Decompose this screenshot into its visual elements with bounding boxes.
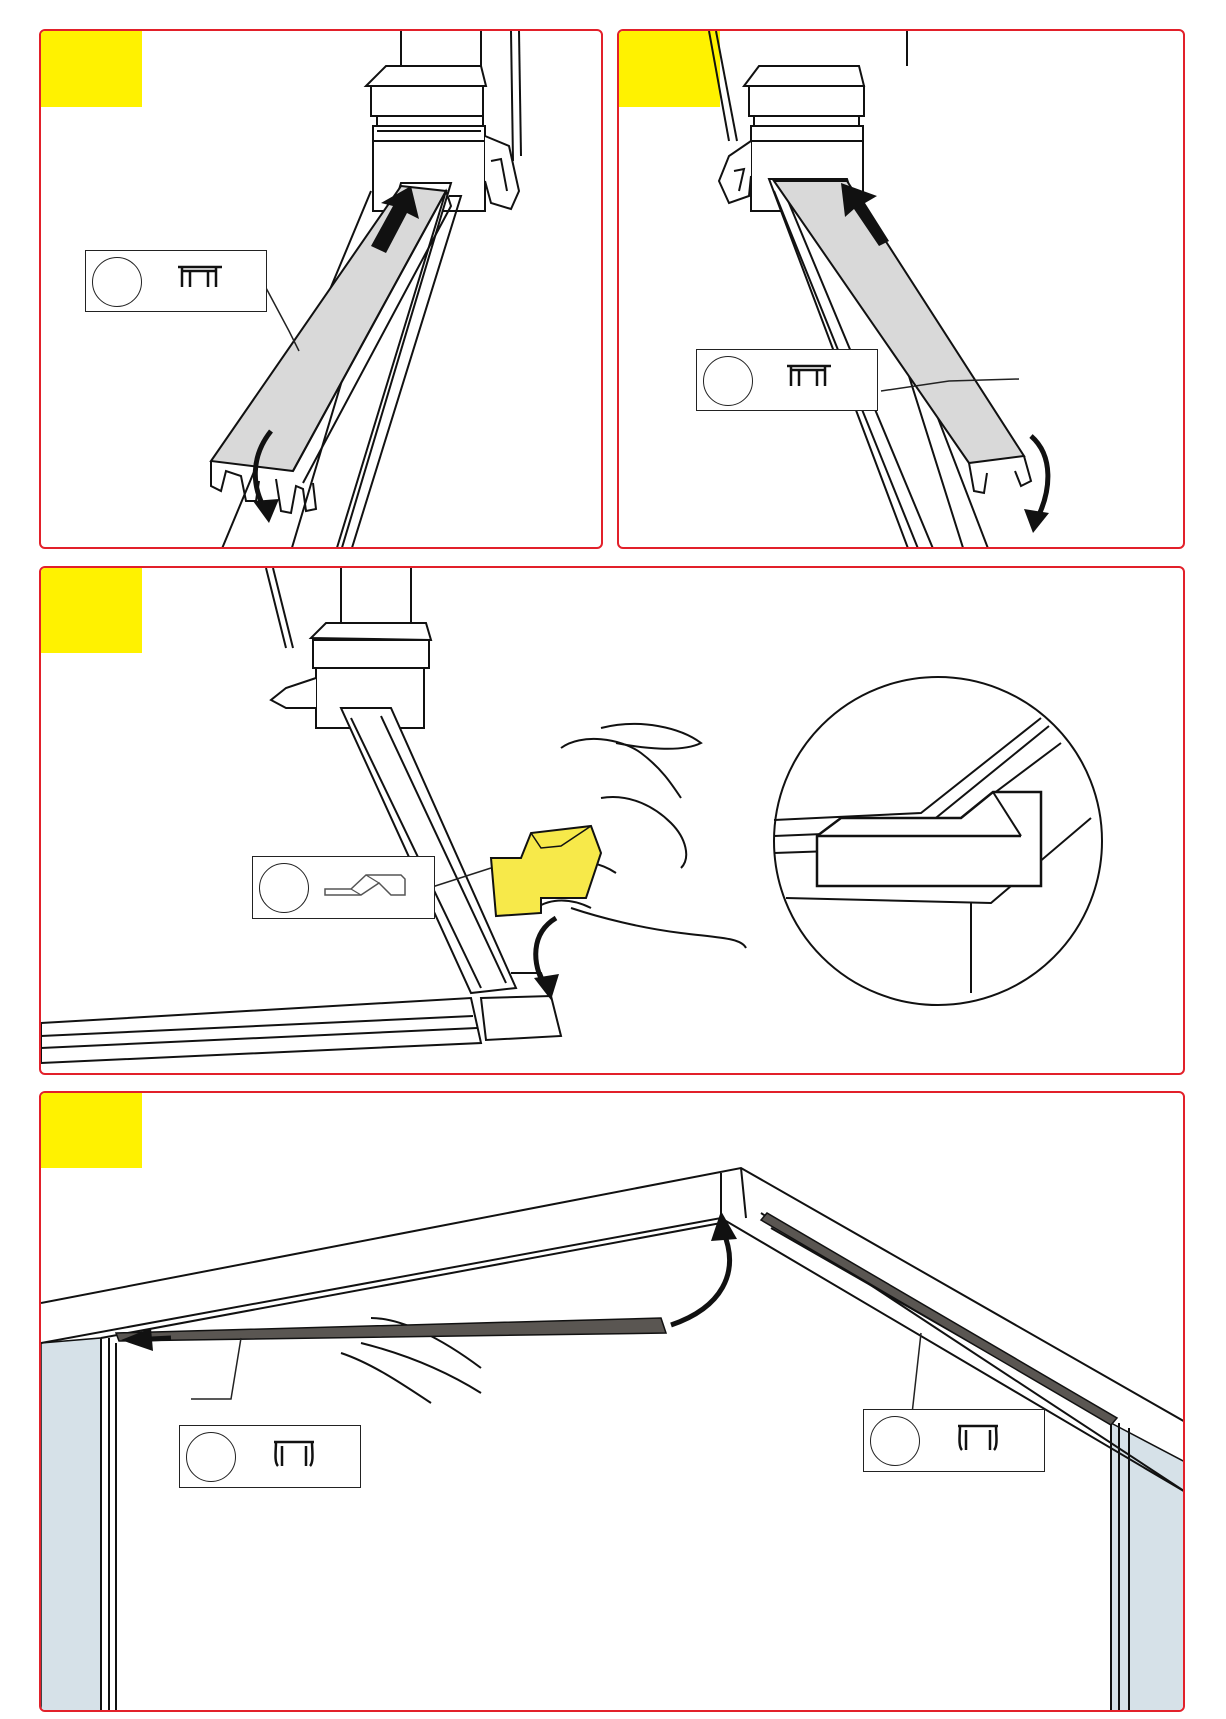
cover-profile-icon [172,261,228,295]
part-callout [179,1425,361,1488]
step-panel-4 [39,1091,1185,1712]
step-panel-2 [617,29,1185,549]
corner-connector-icon [321,869,411,905]
part-number-circle [92,257,142,307]
corner-connector-install-illustration [41,568,1185,1075]
gasket-profile-icon [950,1420,1006,1456]
part-number-circle [186,1432,236,1482]
part-callout [252,856,435,919]
step-panel-3 [39,566,1185,1075]
part-number-circle [703,356,753,406]
part-callout [696,349,878,411]
cover-profile-icon [781,360,837,394]
cover-profile-install-illustration [619,31,1185,549]
part-callout [85,250,267,312]
part-callout [863,1409,1045,1472]
part-number-circle [259,863,309,913]
part-number-circle [870,1416,920,1466]
step-panel-1 [39,29,603,549]
gasket-profile-icon [266,1436,322,1472]
gasket-install-illustration [41,1093,1185,1712]
